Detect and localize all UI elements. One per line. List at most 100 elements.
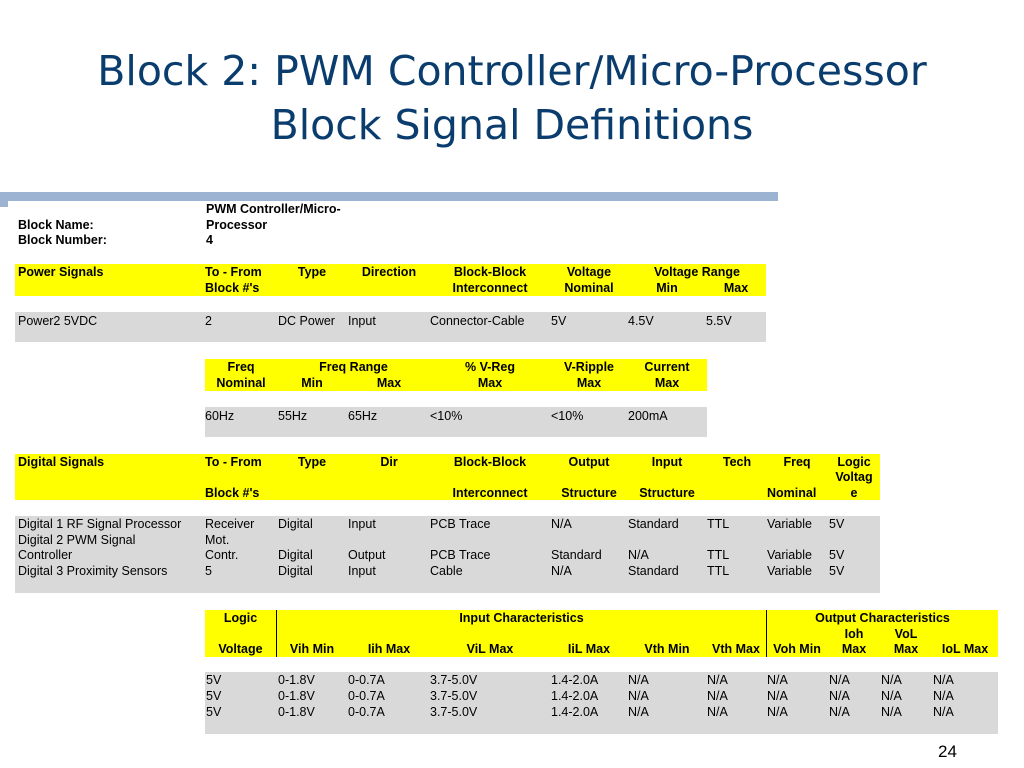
- digital-row-3-type: Digital: [278, 564, 313, 578]
- logic-voltage-header-1: Logic: [223, 611, 258, 625]
- power-row-nominal: 5V: [551, 314, 567, 328]
- freq-row-vreg: <10%: [430, 409, 463, 423]
- ioh-max-header-2: Max: [841, 642, 867, 656]
- power-header-band: [15, 264, 766, 296]
- iol-max-header: IoL Max: [941, 642, 989, 656]
- vth-min-header: Vth Min: [644, 642, 690, 656]
- digital-logic-header-3: e: [850, 486, 858, 500]
- digital-input-header-1: Input: [651, 455, 683, 469]
- logic-voltage-header-2: Voltage: [218, 642, 263, 656]
- digital-output-header-1: Output: [568, 455, 610, 469]
- digital-row-3-signal: Digital 3 Proximity Sensors: [18, 564, 168, 578]
- digital-row-1-tech: TTL: [707, 517, 730, 531]
- ioh-max-header-1: Ioh: [844, 627, 864, 641]
- logic-row-1-voltage: 5V: [206, 673, 222, 687]
- power-row-signal: Power2 5VDC: [18, 314, 98, 328]
- power-direction-header: Direction: [361, 265, 417, 279]
- power-row-type: DC Power: [278, 314, 335, 328]
- title-line-2: Block Signal Definitions: [270, 101, 754, 149]
- current-header-1: Current: [644, 360, 690, 374]
- divider-bar: [0, 192, 778, 201]
- vreg-header-1: % V-Reg: [464, 360, 515, 374]
- power-row-band: [15, 312, 766, 342]
- digital-type-header: Type: [297, 455, 327, 469]
- freq-max-header: Max: [376, 376, 402, 390]
- digital-row-2-output: Standard: [551, 548, 602, 562]
- block-name-value-1: PWM Controller/Micro-: [206, 202, 341, 216]
- digital-row-2-signal-2: Controller: [18, 548, 73, 562]
- freq-row-vripple: <10%: [551, 409, 584, 423]
- logic-row-1-vil-max: 3.7-5.0V: [430, 673, 478, 687]
- digital-row-1-signal: Digital 1 RF Signal Processor: [18, 517, 182, 531]
- logic-row-1-vth-max: N/A: [707, 673, 728, 687]
- digital-row-2-input: N/A: [628, 548, 649, 562]
- freq-nominal-header-2: Nominal: [216, 376, 266, 390]
- digital-row-3-input: Standard: [628, 564, 679, 578]
- digital-row-3-output: N/A: [551, 564, 572, 578]
- digital-row-2-tofrom-1: Mot.: [205, 533, 230, 547]
- digital-row-2-type: Digital: [278, 548, 313, 562]
- freq-range-header: Freq Range: [319, 360, 388, 374]
- logic-row-3-iih-max: 0-0.7A: [348, 705, 385, 719]
- logic-row-2-iil-max: 1.4-2.0A: [551, 689, 599, 703]
- vil-max-header: ViL Max: [466, 642, 514, 656]
- digital-logic-header-1: Logic: [837, 455, 871, 469]
- vripple-header-2: Max: [576, 376, 602, 390]
- digital-tofrom-header-1: To - From: [205, 455, 262, 469]
- digital-row-2-freq: Variable: [767, 548, 812, 562]
- logic-rows-band: [205, 672, 998, 734]
- logic-row-3-ioh-max: N/A: [829, 705, 850, 719]
- block-number-label: Block Number:: [18, 233, 107, 247]
- logic-row-3-vol-max: N/A: [881, 705, 902, 719]
- output-characteristics-header: Output Characteristics: [815, 611, 950, 625]
- freq-row-max: 65Hz: [348, 409, 378, 423]
- logic-row-1-iil-max: 1.4-2.0A: [551, 673, 599, 687]
- digital-row-2-dir: Output: [348, 548, 386, 562]
- digital-tech-header: Tech: [722, 455, 752, 469]
- power-voltage-header-1: Voltage: [566, 265, 612, 279]
- digital-row-2-tofrom-2: Contr.: [205, 548, 239, 562]
- digital-row-3-dir: Input: [348, 564, 376, 578]
- logic-row-2-voh-min: N/A: [767, 689, 788, 703]
- freq-row-band: [205, 407, 707, 437]
- slide-title: Block 2: PWM Controller/Micro-Processor …: [0, 44, 1024, 152]
- logic-row-1-vol-max: N/A: [881, 673, 902, 687]
- power-row-min: 4.5V: [628, 314, 654, 328]
- digital-row-3-interconnect: Cable: [430, 564, 463, 578]
- digital-row-1-input: Standard: [628, 517, 679, 531]
- power-row-max: 5.5V: [706, 314, 732, 328]
- power-vrange-header: Voltage Range: [654, 265, 740, 279]
- vth-max-header: Vth Max: [712, 642, 760, 656]
- logic-row-3-iil-max: 1.4-2.0A: [551, 705, 599, 719]
- digital-tofrom-header-2: Block #'s: [205, 486, 260, 500]
- digital-bb-header-2: Interconnect: [452, 486, 528, 500]
- digital-row-2-signal-1: Digital 2 PWM Signal: [18, 533, 136, 547]
- logic-row-2-vol-max: N/A: [881, 689, 902, 703]
- freq-row-nominal: 60Hz: [205, 409, 235, 423]
- vripple-header-1: V-Ripple: [563, 360, 614, 374]
- digital-row-1-dir: Input: [348, 517, 376, 531]
- logic-row-3-voh-min: N/A: [767, 705, 788, 719]
- logic-row-2-vth-min: N/A: [628, 689, 649, 703]
- digital-output-header-2: Structure: [561, 486, 617, 500]
- digital-row-2-logic: 5V: [829, 548, 845, 562]
- logic-header-divider-right: [766, 610, 767, 657]
- iih-max-header: Iih Max: [367, 642, 411, 656]
- logic-row-3-vth-max: N/A: [707, 705, 728, 719]
- power-row-direction: Input: [348, 314, 376, 328]
- digital-row-3-tofrom: 5: [205, 564, 212, 578]
- vreg-header-2: Max: [477, 376, 503, 390]
- digital-header-band: [15, 454, 880, 500]
- logic-row-3-voltage: 5V: [206, 705, 222, 719]
- power-row-tofrom: 2: [205, 314, 212, 328]
- logic-header-divider-left: [276, 610, 277, 657]
- logic-row-2-iol-max: N/A: [933, 689, 954, 703]
- logic-row-2-vih-min: 0-1.8V: [278, 689, 315, 703]
- digital-freq-header-1: Freq: [783, 455, 811, 469]
- page-number: 24: [938, 742, 957, 761]
- logic-row-2-vil-max: 3.7-5.0V: [430, 689, 478, 703]
- power-tofrom-header-2: Block #'s: [205, 281, 260, 295]
- power-type-header: Type: [297, 265, 327, 279]
- iil-max-header: IiL Max: [567, 642, 611, 656]
- digital-row-2-interconnect: PCB Trace: [430, 548, 491, 562]
